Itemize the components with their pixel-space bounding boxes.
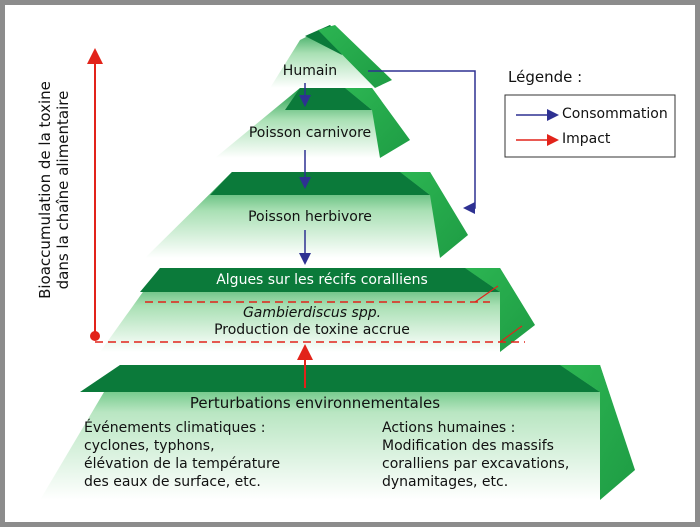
toxin-side-mark-lower <box>499 325 523 343</box>
bioaccumulation-label: Bioaccumulation de la toxine dans la cha… <box>36 70 72 310</box>
level-human-label: Humain <box>282 63 338 79</box>
legend-box <box>504 94 676 158</box>
tier-herbivore <box>145 172 468 258</box>
human-actions-title: Actions humaines : <box>382 420 516 436</box>
level-herbivore-label: Poisson herbivore <box>248 209 372 225</box>
climate-events-title: Événements climatiques : <box>84 420 266 436</box>
tier-base <box>40 365 635 500</box>
climate-events-line: élévation de la température <box>84 456 281 472</box>
toxin-production-label: Production de toxine accrue <box>214 322 410 338</box>
human-actions-line: Modification des massifs <box>382 438 554 454</box>
base-title: Perturbations environnementales <box>189 394 441 412</box>
human-actions-block: Actions humaines : Modification des mass… <box>382 419 597 491</box>
tier-top <box>270 25 392 88</box>
climate-events-line: des eaux de surface, etc. <box>84 474 261 490</box>
bioaccumulation-label-line2: dans la chaîne alimentaire <box>54 90 72 290</box>
climate-events-line: cyclones, typhons, <box>84 438 215 454</box>
bioaccumulation-arrow-origin-dot <box>90 331 100 341</box>
human-actions-line: dynamitages, etc. <box>382 474 509 490</box>
toxin-species-label: Gambierdiscus spp. <box>242 305 382 321</box>
legend-consumption-label: Consommation <box>562 106 668 122</box>
consumption-arrow-human-herbivore <box>368 70 476 214</box>
toxin-side-mark-upper <box>474 285 499 303</box>
bioaccumulation-label-line1: Bioaccumulation de la toxine <box>36 81 54 299</box>
level-carnivore-label: Poisson carnivore <box>248 125 372 141</box>
tier-carnivore <box>215 88 410 158</box>
tier-algae <box>100 268 535 352</box>
human-actions-line: coralliens par excavations, <box>382 456 570 472</box>
climate-events-block: Événements climatiques : cyclones, typho… <box>84 419 324 491</box>
algae-band-label: Algues sur les récifs coralliens <box>216 272 428 288</box>
legend-title: Légende : <box>508 68 583 86</box>
legend-impact-label: Impact <box>562 131 611 147</box>
